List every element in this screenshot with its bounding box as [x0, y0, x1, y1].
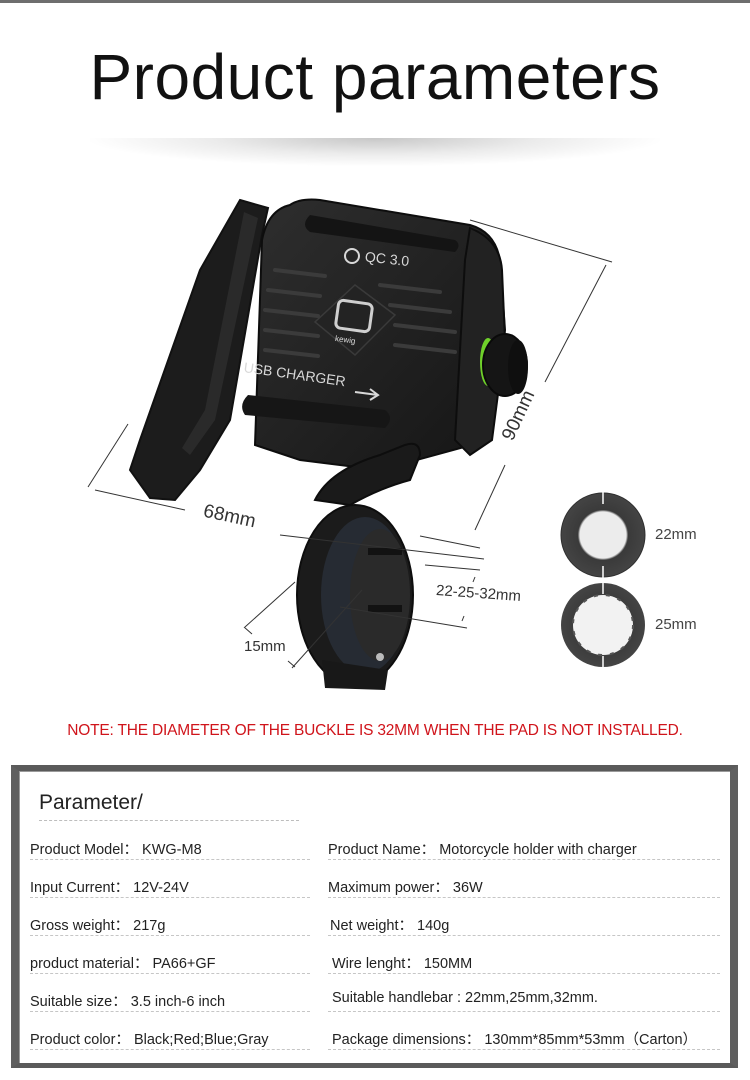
param-product-name: Product Name： Motorcycle holder with cha… [328, 842, 637, 858]
param-package-dimensions: Package dimensions： 130mm*85mm*53mm（Cart… [332, 1032, 698, 1048]
top-border [0, 0, 750, 3]
row-divider [30, 1049, 310, 1050]
param-product-color: Product color： Black;Red;Blue;Gray [30, 1032, 269, 1048]
qc-label: QC 3.0 [364, 248, 410, 269]
parameter-heading: Parameter/ [39, 791, 143, 814]
pad-25mm-label: 25mm [655, 616, 697, 633]
title-shadow [90, 138, 660, 166]
row-divider [328, 859, 720, 860]
pad-25mm [561, 582, 645, 668]
row-divider [328, 1011, 720, 1012]
parameter-panel: Parameter/ Product Model： KWG-M8 Product… [11, 765, 738, 1068]
param-suitable-handlebar: Suitable handlebar : 22mm,25mm,32mm. [332, 990, 598, 1006]
param-gross-weight: Gross weight： 217g [30, 918, 166, 934]
param-net-weight: Net weight： 140g [330, 918, 450, 934]
row-divider [328, 1049, 720, 1050]
row-divider [30, 973, 310, 974]
param-product-model: Product Model： KWG-M8 [30, 842, 202, 858]
pad-22mm [560, 492, 646, 578]
page-title: Product parameters [89, 41, 661, 113]
row-divider [30, 935, 310, 936]
clamp-depth-label: 15mm [244, 638, 286, 655]
param-wire-length: Wire lenght： 150MM [332, 956, 473, 972]
brand-logo-text: kewig [334, 334, 356, 346]
param-input-current: Input Current： 12V-24V [30, 880, 189, 896]
row-divider [30, 897, 310, 898]
pad-22mm-label: 22mm [655, 526, 697, 543]
buckle-note: NOTE: THE DIAMETER OF THE BUCKLE IS 32MM… [67, 722, 683, 739]
row-divider [328, 897, 720, 898]
heading-divider [39, 820, 299, 821]
row-divider [30, 1011, 310, 1012]
phone-holder-illustration: kewig QC 3.0 USB CHARGER [87, 198, 646, 690]
param-product-material: product material： PA66+GF [30, 956, 216, 972]
param-suitable-size: Suitable size： 3.5 inch-6 inch [30, 994, 226, 1010]
row-divider [328, 973, 720, 974]
row-divider [328, 935, 720, 936]
row-divider [30, 859, 310, 860]
param-maximum-power: Maximum power： 36W [328, 880, 483, 896]
product-figure: kewig QC 3.0 USB CHARGER [0, 180, 750, 700]
